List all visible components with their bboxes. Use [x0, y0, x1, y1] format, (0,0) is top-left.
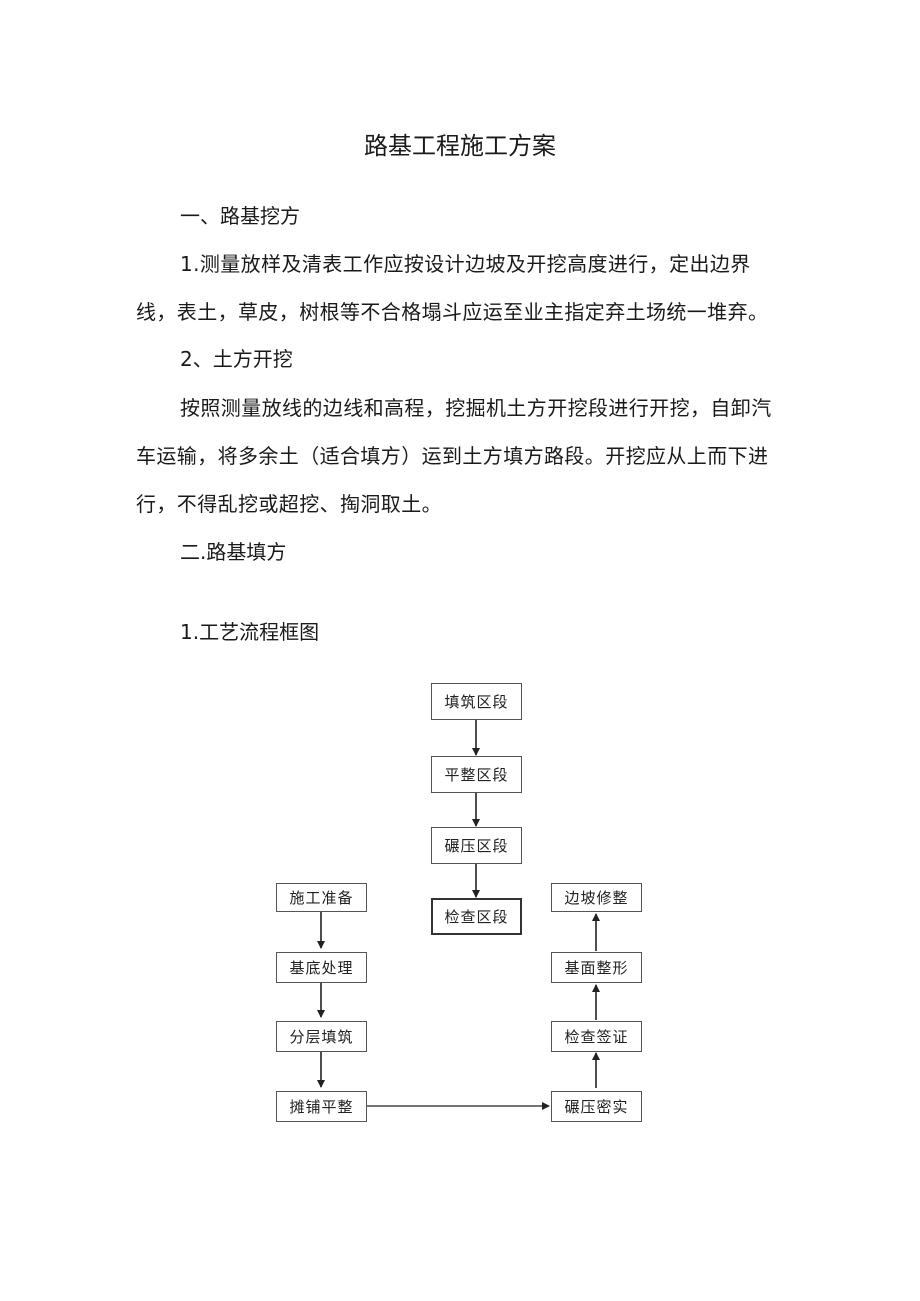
- flow-node-slope-trim: 边坡修整: [551, 883, 642, 912]
- flow-node-construction-prep: 施工准备: [276, 883, 367, 912]
- flow-node-inspect-sign: 检查签证: [551, 1021, 642, 1052]
- flow-node-base-shaping: 基面整形: [551, 952, 642, 983]
- flow-node-level-section: 平整区段: [431, 756, 522, 793]
- flow-node-layered-fill: 分层填筑: [276, 1021, 367, 1052]
- flow-node-roll-compact: 碾压密实: [551, 1091, 642, 1122]
- section1-item1-paragraph: 1.测量放样及清表工作应按设计边坡及开挖高度进行，定出边界线，表土，草皮，树根等…: [136, 252, 769, 324]
- section1-heading: 一、路基挖方: [180, 204, 300, 228]
- section2-heading: 二.路基填方: [180, 540, 287, 564]
- section1-item2-heading: 2、土方开挖: [180, 347, 293, 371]
- flow-node-fill-section: 填筑区段: [431, 683, 522, 720]
- flow-node-base-treatment: 基底处理: [276, 952, 367, 983]
- flow-node-spread-level: 摊铺平整: [276, 1091, 367, 1122]
- document-title: 路基工程施工方案: [364, 132, 556, 160]
- section1-item2-paragraph: 按照测量放线的边线和高程，挖掘机土方开挖段进行开挖，自卸汽车运输，将多余土（适合…: [136, 396, 772, 516]
- section2-subheading: 1.工艺流程框图: [180, 620, 320, 644]
- flow-node-compact-section: 碾压区段: [431, 827, 522, 864]
- flow-node-inspect-section: 检查区段: [431, 898, 522, 935]
